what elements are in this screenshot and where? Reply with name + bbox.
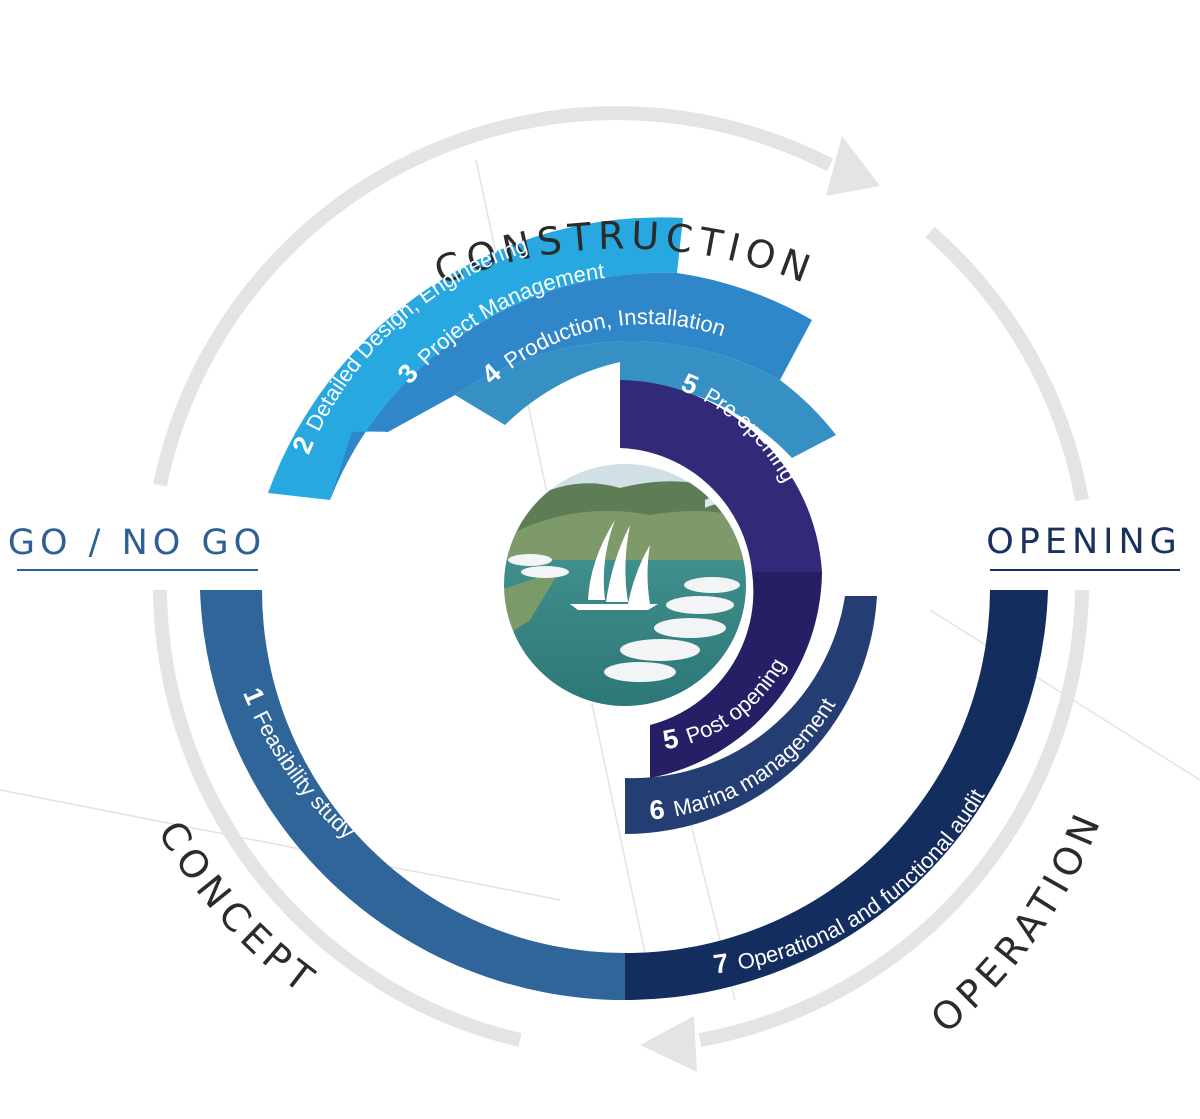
milestone-go-no-go: GO / NO GO bbox=[8, 523, 266, 563]
step-5-post-band bbox=[650, 572, 822, 778]
arrowhead-icon bbox=[826, 136, 880, 196]
milestone-opening: OPENING bbox=[986, 522, 1182, 562]
step-7-band bbox=[625, 590, 1048, 1001]
step-bands bbox=[200, 217, 1048, 1001]
step-2-band bbox=[268, 217, 683, 501]
sail-logo bbox=[570, 520, 658, 610]
step-1-band bbox=[200, 590, 625, 1001]
step-4-band bbox=[455, 341, 836, 458]
step-5-pre-band bbox=[620, 380, 822, 572]
step-6-band bbox=[625, 596, 877, 835]
cycle-ring bbox=[153, 106, 1089, 1047]
step-3-band bbox=[330, 272, 812, 500]
arrowhead-icon bbox=[640, 1016, 697, 1072]
